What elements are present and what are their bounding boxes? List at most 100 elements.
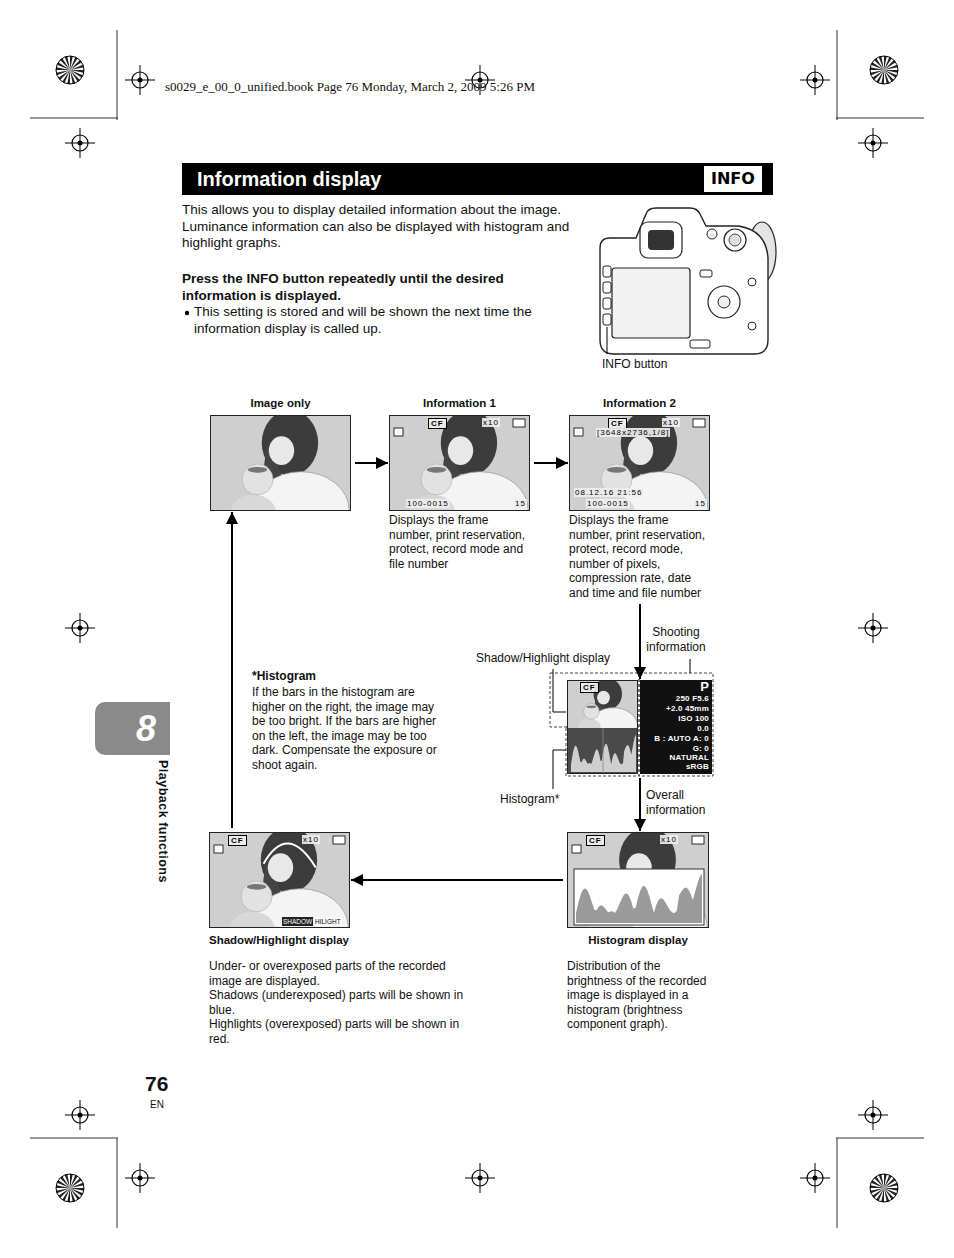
- ok-button: [718, 296, 730, 308]
- baby-body: [230, 912, 275, 928]
- registration-mark: [800, 1163, 830, 1193]
- registration-mark: [858, 128, 888, 158]
- registration-mark: [858, 613, 888, 643]
- screen-panel: CFx10Histogram displayDistribution of th…: [567, 832, 709, 1032]
- flow-arrow: [355, 462, 388, 464]
- page-number: 76: [145, 1072, 168, 1096]
- date-time: 08.12.16 21:56: [574, 488, 643, 497]
- page-title: Information display: [197, 163, 381, 195]
- registration-dot: [871, 626, 876, 631]
- crop-line: [837, 30, 838, 120]
- card-indicator: CF: [580, 682, 599, 693]
- file-number: 100-0015: [406, 499, 450, 508]
- registration-dot: [813, 1176, 818, 1181]
- side-button: [603, 266, 611, 277]
- side-button: [603, 314, 611, 325]
- shooting-value: 0.0: [697, 724, 709, 734]
- histogram: [571, 735, 636, 772]
- registration-mark: [65, 128, 95, 158]
- shadow-tag: SHADOW: [282, 917, 313, 926]
- side-button: [603, 282, 611, 293]
- face: [597, 691, 610, 705]
- registration-dot: [138, 78, 143, 83]
- side-button: [603, 298, 611, 309]
- description: Distribution of the brightness of the re…: [567, 959, 707, 1032]
- registration-mark: [65, 613, 95, 643]
- registration-dot: [871, 141, 876, 146]
- callout-label: Histogram*: [500, 792, 559, 807]
- mode-dial: [724, 229, 746, 251]
- print-count: x10: [302, 835, 320, 844]
- screen-panel: Image only: [210, 396, 351, 511]
- sunburst-wedge: [870, 1188, 884, 1193]
- registration-dot: [78, 1113, 83, 1118]
- flow-arrow: [639, 604, 641, 679]
- leader-line: [553, 750, 566, 789]
- print-count: x10: [662, 418, 680, 427]
- registration-dot: [78, 141, 83, 146]
- description: Highlights (overexposed) parts will be s…: [209, 1017, 464, 1046]
- registration-mark: [125, 65, 155, 95]
- sunburst-wedge: [884, 65, 898, 70]
- record-mode-icon: [692, 836, 704, 844]
- face: [448, 436, 473, 465]
- screen-title: Information 2: [569, 396, 710, 411]
- record-mode-icon: [513, 419, 525, 427]
- screen-title: Shadow/Highlight display: [209, 933, 464, 948]
- baby-hair: [248, 467, 268, 473]
- description: Shadows (underexposed) parts will be sho…: [209, 988, 464, 1017]
- shooting-value: ISO 100: [678, 714, 709, 724]
- sunburst-wedge: [879, 1174, 884, 1188]
- callout-box: [566, 727, 639, 776]
- face: [628, 436, 653, 465]
- language-code: EN: [150, 1099, 164, 1110]
- color-bar-mark: [56, 1174, 84, 1202]
- color-bar-mark: [56, 56, 84, 84]
- description: Under- or overexposed parts of the recor…: [209, 959, 464, 988]
- highlight-outline: [264, 844, 316, 868]
- page-header: s0029_e_00_0_unified.book Page 76 Monday…: [165, 79, 535, 95]
- pixel-count: [3648x2736,1/8]: [596, 428, 670, 437]
- baby-head: [241, 881, 272, 912]
- sunburst-wedge: [56, 1188, 70, 1193]
- screen-title: Information 1: [389, 396, 530, 411]
- photo: [390, 416, 530, 511]
- intro-text: This allows you to display detailed info…: [182, 202, 592, 252]
- sunburst-wedge: [879, 56, 884, 70]
- crop-line: [836, 118, 924, 119]
- histogram-frame: [568, 728, 638, 774]
- viewfinder: [648, 230, 674, 250]
- eyepiece: [640, 222, 682, 258]
- sunburst-wedge: [65, 56, 70, 70]
- file-number: 100-0015: [586, 499, 630, 508]
- card-indicator: CF: [228, 835, 247, 846]
- photo: [568, 681, 638, 774]
- callout-label: Shooting information: [644, 625, 708, 654]
- registration-mark: [800, 65, 830, 95]
- registration-dot: [813, 78, 818, 83]
- screen-title: Histogram display: [567, 933, 709, 948]
- bullet: [185, 311, 189, 315]
- rear-button: [748, 278, 756, 286]
- baby-hair: [607, 467, 627, 473]
- mode-dial-cap: [729, 234, 741, 246]
- image-quality-icon: [214, 845, 223, 853]
- screen-panel: Information 1CFx10100-001515Displays the…: [389, 396, 530, 571]
- registration-dot: [478, 1176, 483, 1181]
- baby-hair: [586, 705, 596, 708]
- flow-arrow: [231, 512, 233, 828]
- overall-screen: CFP250 F5.6+2.0 45mmISO 1000.0B : AUTO A…: [567, 680, 712, 774]
- note-text: If the bars in the histogram are higher …: [252, 685, 448, 772]
- camera-illustration: [600, 208, 776, 354]
- note-heading: *Histogram: [252, 669, 316, 684]
- histogram-frame: [574, 869, 704, 925]
- shooting-mode: P: [700, 680, 709, 693]
- lcd-screen: CFx10: [567, 832, 709, 928]
- lcd-monitor: [612, 268, 690, 338]
- bullet-note: This setting is stored and will be shown…: [194, 304, 574, 337]
- histogram: [576, 874, 702, 923]
- registration-mark: [65, 1100, 95, 1130]
- baby-hair: [247, 884, 267, 890]
- baby-head: [584, 704, 600, 720]
- sunburst-ring: [56, 56, 84, 84]
